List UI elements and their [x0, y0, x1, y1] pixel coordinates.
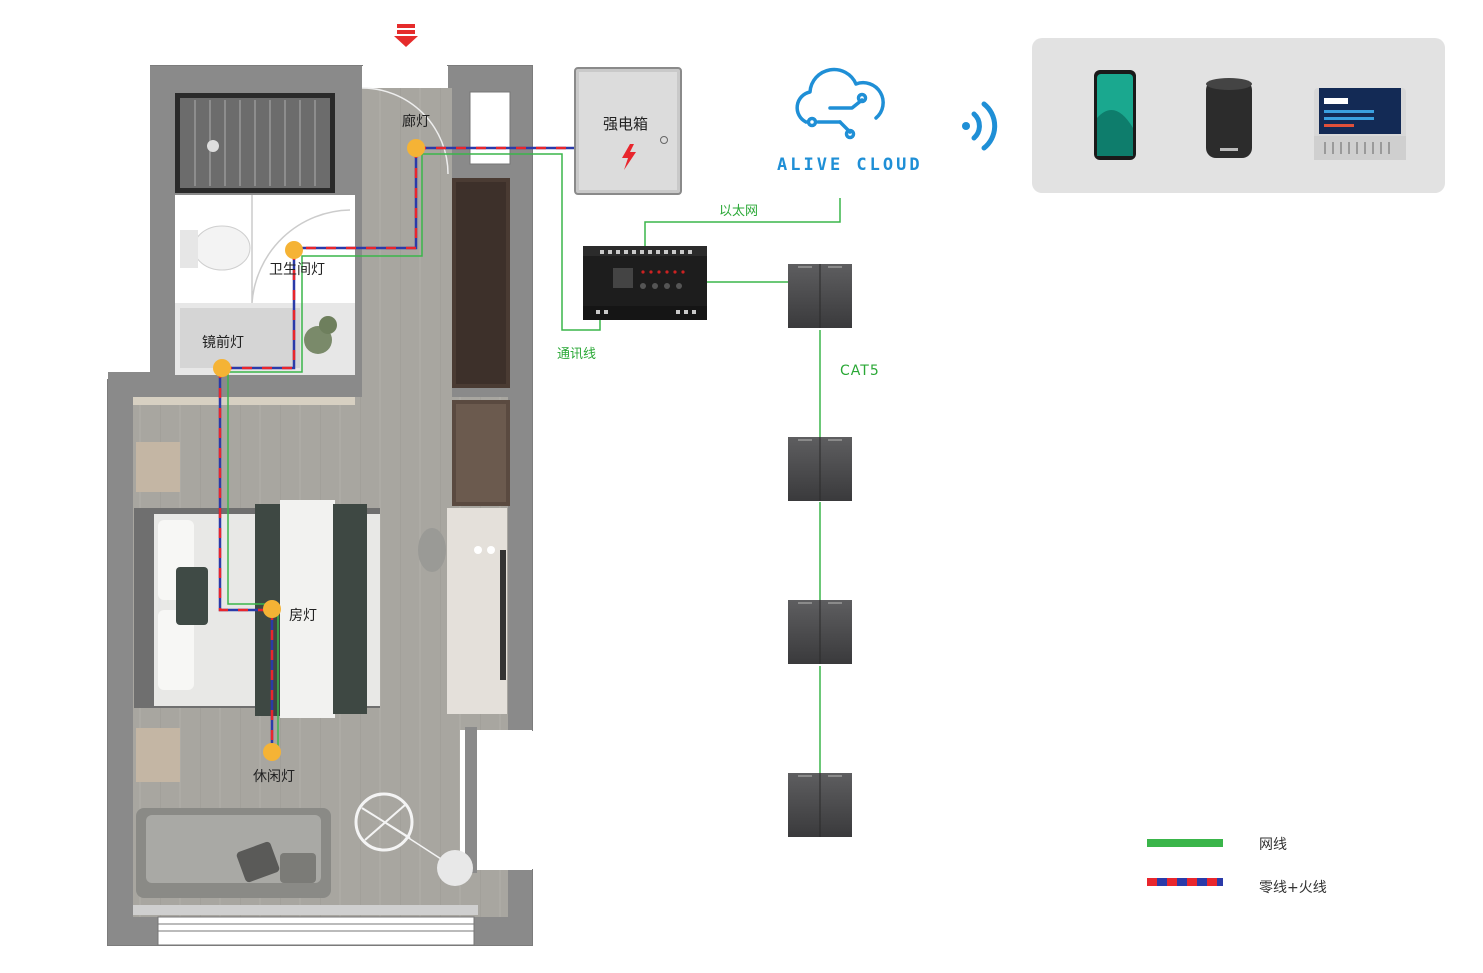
legend-power-label: 零线+火线: [1259, 880, 1327, 896]
power-box[interactable]: [574, 67, 682, 195]
wall-switch[interactable]: [788, 600, 852, 664]
leisure-light-label: 休闲灯: [253, 769, 295, 785]
smart-display-icon[interactable]: [1314, 88, 1406, 160]
legend-network-label: 网线: [1259, 837, 1287, 853]
cloud-icon: [795, 67, 885, 140]
floor-plan: [107, 65, 533, 946]
legend-network-swatch: [1147, 839, 1223, 847]
room-light-label: 房灯: [289, 608, 317, 624]
bathroom-light-node[interactable]: [285, 241, 303, 259]
cat5-label: CAT5: [840, 363, 880, 379]
legend-power-swatch: [1147, 878, 1223, 886]
smart-devices-panel: [1032, 38, 1445, 193]
room-light-node[interactable]: [263, 600, 281, 618]
ethernet-label: 以太网: [719, 204, 759, 219]
comm-line-label: 通讯线: [557, 347, 597, 362]
corridor-light-node[interactable]: [407, 139, 425, 157]
mirror-light-node[interactable]: [213, 359, 231, 377]
network-wires: [227, 153, 841, 773]
cloud-label: ALIVE CLOUD: [777, 155, 923, 175]
wall-switch[interactable]: [788, 264, 852, 328]
wall-switch[interactable]: [788, 437, 852, 501]
smart-speaker-icon[interactable]: [1206, 78, 1252, 158]
corridor-light-label: 廊灯: [402, 114, 430, 130]
entrance-arrow-icon: [394, 24, 418, 47]
leisure-light-node[interactable]: [263, 743, 281, 761]
bathroom-light-label: 卫生间灯: [269, 262, 325, 278]
wifi-icon: [962, 101, 998, 151]
wall-switch[interactable]: [788, 773, 852, 837]
power-box-label: 强电箱: [603, 115, 649, 133]
power-wires: [218, 146, 575, 752]
lightning-icon: [622, 144, 636, 170]
smartphone-icon[interactable]: [1094, 70, 1136, 160]
controller-module[interactable]: [583, 246, 707, 320]
mirror-light-label: 镜前灯: [202, 335, 244, 351]
